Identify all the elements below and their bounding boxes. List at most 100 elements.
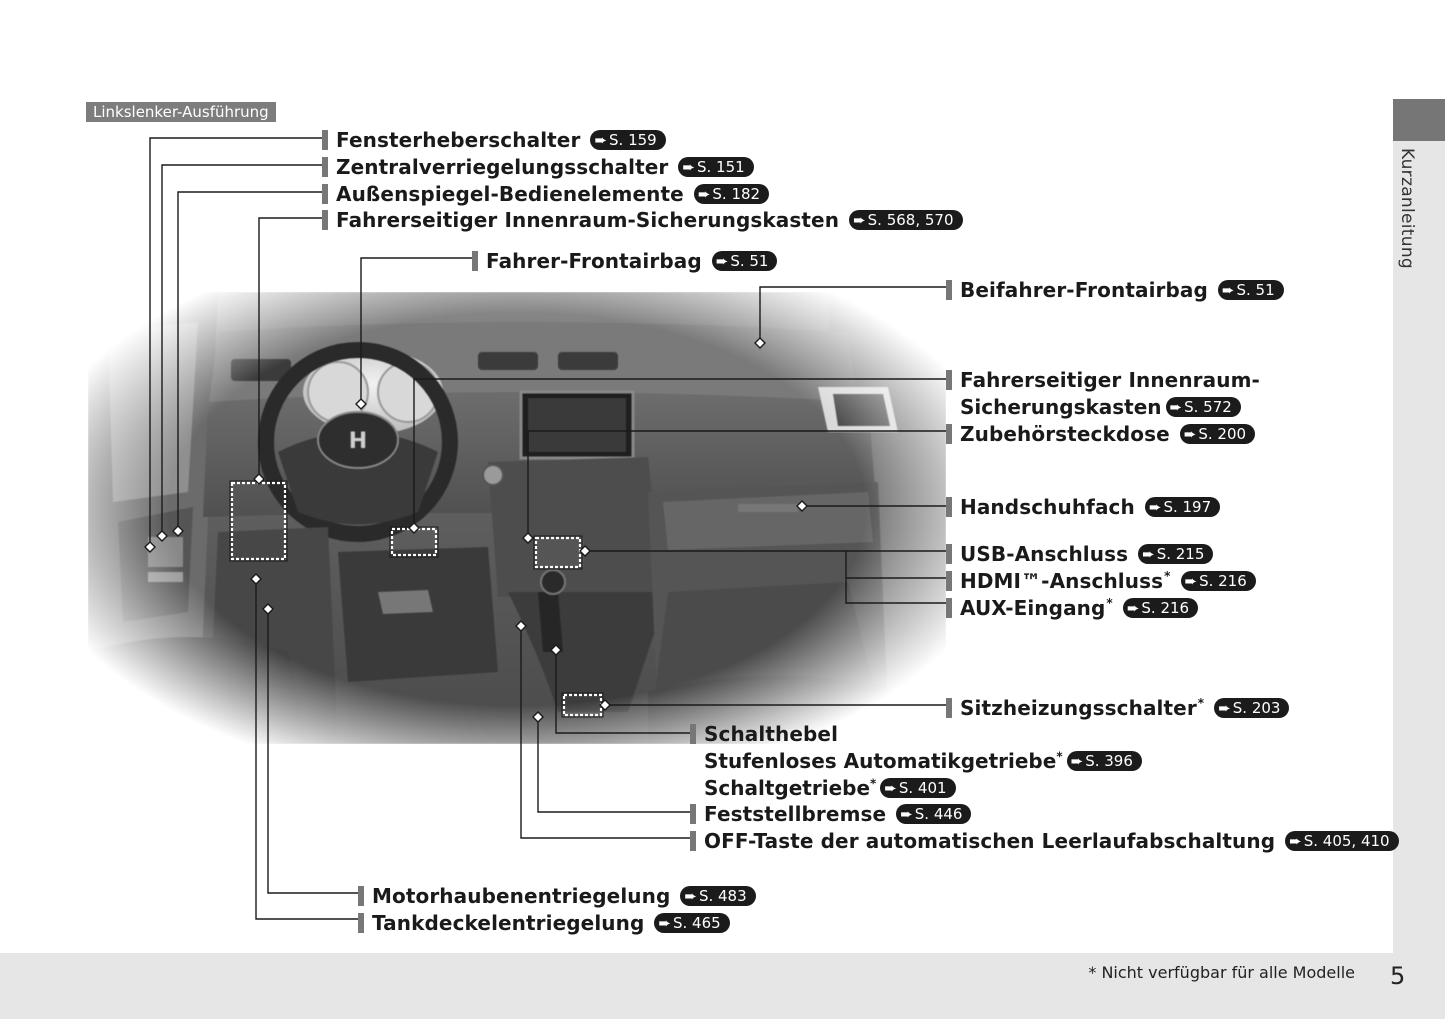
label-text: Fahrerseitiger Innenraum- [960,368,1260,392]
page-ref-text: S. 151 [696,158,745,176]
page-ref[interactable]: ➨S. 216 [1122,598,1199,618]
label-bar [946,698,952,718]
label-bar [472,251,478,271]
page-ref-text: S. 465 [672,914,721,932]
page-ref[interactable]: ➨S. 446 [896,804,972,824]
label-text: Schalthebel [704,722,839,746]
label-text: Schaltgetriebe* [704,776,876,800]
label-bar [946,370,952,390]
page-ref-text: S. 182 [712,185,761,203]
label-bar [322,184,328,204]
label-usb: USB-Anschluss ➨S. 215 [946,542,1214,566]
arrow-right-icon: ➨ [684,887,697,905]
arrow-right-icon: ➨ [1218,699,1231,717]
arrow-right-icon: ➨ [1070,752,1084,770]
label-bar [358,913,364,933]
page-ref-text: S. 215 [1156,545,1205,563]
label-bar [322,210,328,230]
label-text: OFF-Taste der automatischen Leerlaufabsc… [704,829,1276,853]
page-ref[interactable]: ➨S. 396 [1066,751,1142,771]
label-hood-release: Motorhaubenentriegelung ➨S. 483 [358,884,756,908]
arrow-right-icon: ➨ [697,185,711,203]
side-strip [1393,141,1445,953]
page-ref[interactable]: ➨S. 568, 570 [849,210,963,230]
page-ref-text: S. 572 [1184,398,1232,416]
label-bar [690,804,696,824]
label-text: Fahrerseitiger Innenraum-Sicherungskaste… [336,208,840,232]
page-ref[interactable]: ➨S. 200 [1179,424,1256,444]
page-ref[interactable]: ➨S. 215 [1138,544,1214,564]
label-mirror-controls: Außenspiegel-Bedienelemente ➨S. 182 [322,182,770,206]
arrow-right-icon: ➨ [1184,572,1198,590]
label-text: Handschuhfach [960,495,1135,519]
arrow-right-icon: ➨ [658,914,671,932]
page-ref[interactable]: ➨S. 151 [678,157,754,177]
label-bar [946,497,952,517]
footnote-star: * [1056,749,1063,764]
page-ref[interactable]: ➨S. 405, 410 [1285,831,1399,851]
page-ref[interactable]: ➨S. 483 [680,886,756,906]
label-bar [358,886,364,906]
page-ref[interactable]: ➨S. 216 [1180,571,1256,591]
arrow-right-icon: ➨ [594,131,608,149]
label-fuel-lid-release: Tankdeckelentriegelung ➨S. 465 [358,911,730,935]
label-hdmi: HDMI™-Anschluss* ➨S. 216 [946,569,1256,593]
label-glove-box: Handschuhfach ➨S. 197 [946,495,1221,519]
label-driver-airbag: Fahrer-Frontairbag ➨S. 51 [472,249,778,273]
page-ref-text: S. 200 [1198,425,1247,443]
page-ref[interactable]: ➨S. 159 [590,130,666,150]
footnote-star: * [1106,596,1113,611]
page-ref-text: S. 568, 570 [867,211,954,229]
label-text: USB-Anschluss [960,542,1129,566]
label-idle-stop-off: OFF-Taste der automatischen Leerlaufabsc… [690,829,1399,853]
label-manual-transmission: Schaltgetriebe* ➨S. 401 [704,776,956,800]
page-ref[interactable]: ➨S. 465 [654,913,730,933]
page-ref[interactable]: ➨S. 197 [1144,497,1221,517]
label-text: Tankdeckelentriegelung [372,911,645,935]
page-ref-text: S. 401 [898,779,947,797]
label-text: Motorhaubenentriegelung [372,884,671,908]
arrow-right-icon: ➨ [1183,425,1197,443]
page-ref[interactable]: ➨S. 182 [693,184,770,204]
footer-band [0,953,1445,1019]
page-ref-text: S. 405, 410 [1303,832,1390,850]
label-seat-heater: Sitzheizungsschalter* ➨S. 203 [946,696,1290,720]
arrow-right-icon: ➨ [1169,398,1183,416]
footnote-star: * [870,776,877,791]
page-ref[interactable]: ➨S. 51 [1217,280,1284,300]
label-aux: AUX-Eingang* ➨S. 216 [946,596,1199,620]
variant-tag: Linkslenker-Ausführung [86,102,276,122]
label-text: HDMI™-Anschluss* [960,569,1171,593]
label-cvt: Stufenloses Automatikgetriebe* ➨S. 396 [704,749,1142,773]
arrow-right-icon: ➨ [1126,599,1140,617]
label-text-main: Stufenloses Automatikgetriebe [704,749,1057,773]
label-bar [946,424,952,444]
label-text: Zentralverriegelungsschalter [336,155,669,179]
arrow-right-icon: ➨ [853,211,866,229]
svg-text:H: H [349,429,367,454]
footnote: * Nicht verfügbar für alle Modelle [1088,963,1355,982]
label-passenger-airbag: Beifahrer-Frontairbag ➨S. 51 [946,278,1284,302]
arrow-right-icon: ➨ [1148,498,1162,516]
page-ref-text: S. 396 [1085,752,1133,770]
label-fuse-box-right-line2: Sicherungskasten ➨S. 572 [960,395,1241,419]
label-text: Fensterheberschalter [336,128,581,152]
page-ref-text: S. 197 [1163,498,1212,516]
arrow-right-icon: ➨ [884,779,897,797]
page-ref[interactable]: ➨S. 203 [1214,698,1290,718]
label-bar [322,130,328,150]
page-number: 5 [1390,962,1406,990]
page-ref[interactable]: ➨S. 401 [880,778,956,798]
arrow-right-icon: ➨ [900,805,913,823]
label-text: AUX-Eingang* [960,596,1113,620]
page-ref-text: S. 159 [609,131,657,149]
label-window-switch: Fensterheberschalter ➨S. 159 [322,128,666,152]
label-bar [946,280,952,300]
label-central-lock: Zentralverriegelungsschalter ➨S. 151 [322,155,754,179]
label-bar [946,598,952,618]
label-fuse-box-right: Fahrerseitiger Innenraum- [946,368,1260,392]
label-bar [322,157,328,177]
page-ref[interactable]: ➨S. 51 [711,251,778,271]
page-ref[interactable]: ➨S. 572 [1165,397,1241,417]
section-tab-label[interactable]: Kurzanleitung [1397,148,1417,269]
